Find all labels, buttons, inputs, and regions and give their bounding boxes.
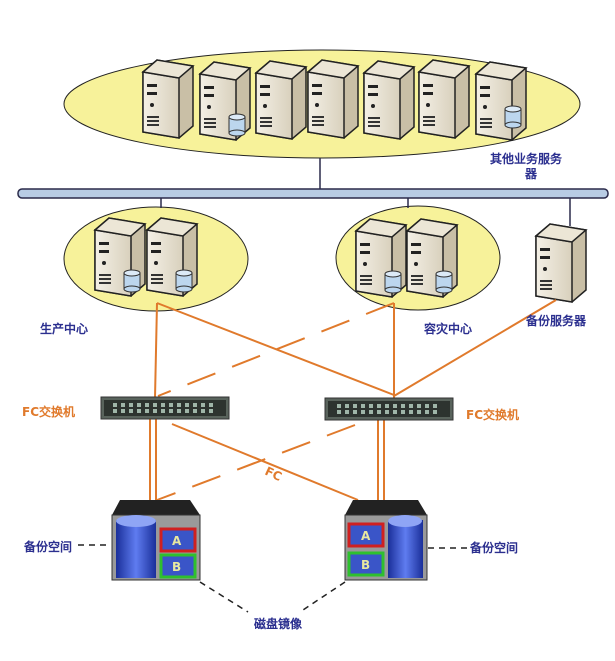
server-icon	[146, 217, 198, 297]
disk-mirror-label: 磁盘镜像	[253, 616, 303, 631]
server-icon	[406, 218, 458, 298]
volume-a-label: A	[172, 534, 182, 548]
server-icon	[355, 218, 407, 298]
other-servers-label: 其他业务服务	[490, 151, 563, 166]
backup-server-icon	[535, 223, 587, 303]
volume-b-label: B	[361, 558, 370, 572]
fc-switch-label: FC交换机	[466, 407, 519, 422]
annotation-line	[299, 581, 346, 613]
fc-link-dashed	[156, 424, 356, 501]
fc-links	[149, 299, 557, 501]
backup-space-label: 备份空间	[23, 539, 72, 554]
server-icon	[363, 60, 415, 140]
network-bus	[17, 188, 609, 199]
fc-switch-icon	[324, 397, 454, 421]
server-icon	[142, 59, 194, 139]
annotation-line	[199, 581, 249, 613]
server-icon	[307, 59, 359, 139]
volume-a-label: A	[361, 529, 371, 543]
fc-link	[393, 299, 557, 397]
server-icon	[199, 61, 251, 141]
storage-array-icon	[344, 500, 428, 581]
backup-space-label: 备份空间	[469, 540, 518, 555]
volume-b-label: B	[172, 560, 181, 574]
fc-link-dashed	[157, 302, 395, 397]
server-icon	[94, 217, 146, 297]
fc-label: FC	[263, 464, 285, 484]
fc-link	[156, 302, 395, 396]
fc-link	[171, 423, 359, 501]
fc-link	[154, 302, 158, 399]
production-center-label: 生产中心	[40, 321, 88, 336]
dr-center-label: 容灾中心	[423, 321, 472, 336]
server-icon	[255, 60, 307, 140]
fc-switch-icon	[100, 396, 230, 420]
fc-switch-label: FC交换机	[22, 404, 75, 419]
server-icon	[475, 61, 527, 141]
other-servers-label-line2: 器	[524, 167, 538, 181]
backup-server-label: 备份服务器	[525, 313, 587, 328]
server-icon	[418, 59, 470, 139]
storage-array-icon	[111, 500, 201, 581]
